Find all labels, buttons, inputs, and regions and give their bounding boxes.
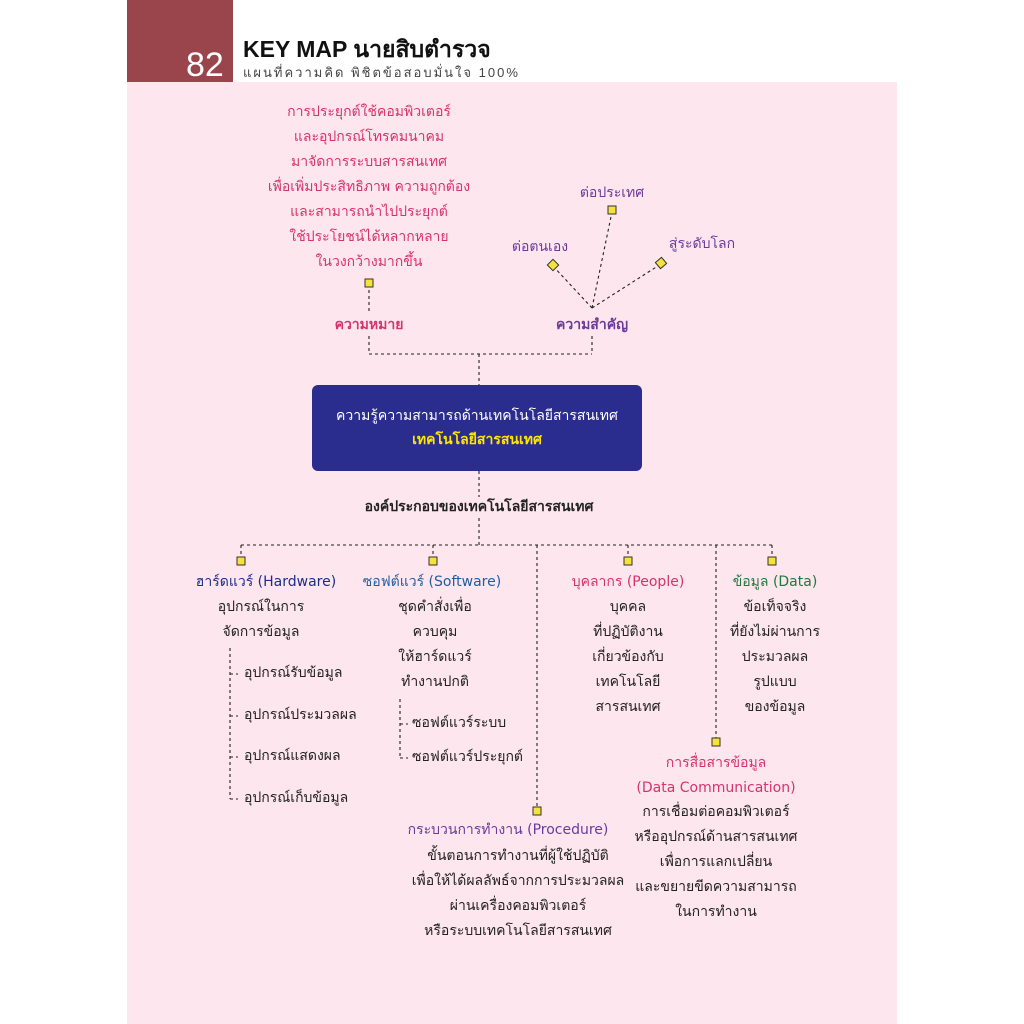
central-topic-box: ความรู้ความสามารถด้านเทคโนโลยีสารสนเทศ เ… [312, 385, 642, 471]
page-number: 82 [186, 46, 224, 84]
page-subtitle: แผนที่ความคิด พิชิตข้อสอบมั่นใจ 100% [243, 65, 520, 80]
page-title: KEY MAP นายสิบตำรวจ [243, 36, 491, 62]
software-description: ชุดคำสั่งเพื่อ ควบคุม ให้ฮาร์ดแวร์ ทำงาน… [370, 595, 500, 695]
hardware-item-storage: อุปกรณ์เก็บข้อมูล [244, 790, 349, 806]
central-topic-title: ความรู้ความสามารถด้านเทคโนโลยีสารสนเทศ [336, 408, 618, 424]
communication-line: และขยายขีดความสามารถ [635, 879, 797, 895]
meaning-line: การประยุกต์ใช้คอมพิวเตอร์ [287, 104, 451, 120]
node-markers [236, 205, 777, 816]
software-line: ชุดคำสั่งเพื่อ [398, 599, 472, 615]
communication-description: การเชื่อมต่อคอมพิวเตอร์ หรืออุปกรณ์ด้านส… [626, 800, 806, 925]
meaning-line: และอุปกรณ์โทรคมนาคม [293, 129, 445, 145]
data-title: ข้อมูล (Data) [732, 574, 818, 590]
people-description: บุคคล ที่ปฏิบัติงาน เกี่ยวข้องกับ เทคโนโ… [568, 595, 688, 720]
software-line: ควบคุม [412, 624, 458, 640]
communication-line: การเชื่อมต่อคอมพิวเตอร์ [642, 804, 790, 820]
data-description: ข้อเท็จจริง ที่ยังไม่ผ่านการ ประมวลผล รู… [720, 595, 830, 720]
importance-heading: ความสำคัญ [555, 317, 629, 333]
communication-title-thai: การสื่อสารข้อมูล [665, 755, 767, 771]
software-line: ให้ฮาร์ดแวร์ [398, 649, 472, 665]
meaning-line: และสามารถนำไปประยุกต์ [290, 204, 448, 220]
importance-item-country: ต่อประเทศ [579, 185, 645, 201]
meaning-line: เพื่อเพิ่มประสิทธิภาพ ความถูกต้อง [267, 179, 471, 195]
meaning-line: มาจัดการระบบสารสนเทศ [291, 154, 447, 170]
hardware-line: อุปกรณ์ในการ [217, 599, 305, 615]
data-line: ที่ยังไม่ผ่านการ [729, 624, 821, 640]
importance-item-self: ต่อตนเอง [511, 239, 569, 255]
people-line: บุคคล [609, 599, 647, 615]
page-tab [127, 0, 233, 82]
software-item-application: ซอฟต์แวร์ประยุกต์ [412, 749, 524, 765]
software-line: ทำงานปกติ [401, 674, 469, 690]
people-line: ที่ปฏิบัติงาน [593, 624, 663, 640]
people-line: เทคโนโลยี [595, 674, 661, 690]
procedure-title: กระบวนการทำงาน (Procedure) [407, 822, 609, 838]
hardware-item-process: อุปกรณ์ประมวลผล [244, 707, 357, 723]
communication-title: การสื่อสารข้อมูล (Data Communication) [636, 751, 796, 801]
communication-line: หรืออุปกรณ์ด้านสารสนเทศ [634, 829, 798, 845]
procedure-line: ขั้นตอนการทำงานที่ผู้ใช้ปฏิบัติ [427, 848, 609, 864]
communication-line: เพื่อการแลกเปลี่ยน [659, 854, 773, 870]
communication-title-english: (Data Communication) [636, 780, 796, 796]
hardware-item-output: อุปกรณ์แสดงผล [244, 748, 341, 764]
people-title: บุคลากร (People) [571, 574, 685, 590]
central-topic-subtitle: เทคโนโลยีสารสนเทศ [412, 432, 542, 448]
communication-line: ในการทำงาน [675, 904, 757, 920]
procedure-line: หรือระบบเทคโนโลยีสารสนเทศ [424, 923, 612, 939]
data-line: ประมวลผล [741, 649, 809, 665]
software-title: ซอฟต์แวร์ (Software) [362, 574, 502, 590]
procedure-description: ขั้นตอนการทำงานที่ผู้ใช้ปฏิบัติ เพื่อให้… [383, 844, 653, 944]
hardware-line: จัดการข้อมูล [222, 624, 300, 640]
people-line: สารสนเทศ [595, 699, 661, 715]
procedure-line: เพื่อให้ได้ผลลัพธ์จากการประมวลผล [411, 873, 625, 889]
software-item-system: ซอฟต์แวร์ระบบ [412, 715, 507, 731]
meaning-text: การประยุกต์ใช้คอมพิวเตอร์ และอุปกรณ์โทรค… [236, 100, 502, 275]
meaning-line: ในวงกว้างมากขึ้น [315, 254, 423, 270]
hardware-item-input: อุปกรณ์รับข้อมูล [244, 665, 343, 681]
components-heading: องค์ประกอบของเทคโนโลยีสารสนเทศ [364, 499, 594, 515]
importance-item-world: สู่ระดับโลก [668, 236, 736, 252]
data-line: ข้อเท็จจริง [743, 599, 807, 615]
header-band [127, 0, 897, 82]
hardware-section: ฮาร์ดแวร์ (Hardware) [181, 570, 351, 595]
meaning-heading: ความหมาย [334, 317, 404, 333]
data-line: รูปแบบ [753, 674, 797, 690]
hardware-title: ฮาร์ดแวร์ (Hardware) [195, 574, 337, 590]
procedure-line: ผ่านเครื่องคอมพิวเตอร์ [449, 898, 587, 914]
hardware-description: อุปกรณ์ในการ จัดการข้อมูล [196, 595, 326, 645]
people-line: เกี่ยวข้องกับ [592, 649, 664, 665]
data-line: ของข้อมูล [744, 699, 806, 715]
meaning-line: ใช้ประโยชน์ได้หลากหลาย [289, 229, 449, 245]
page-background [127, 0, 897, 1024]
